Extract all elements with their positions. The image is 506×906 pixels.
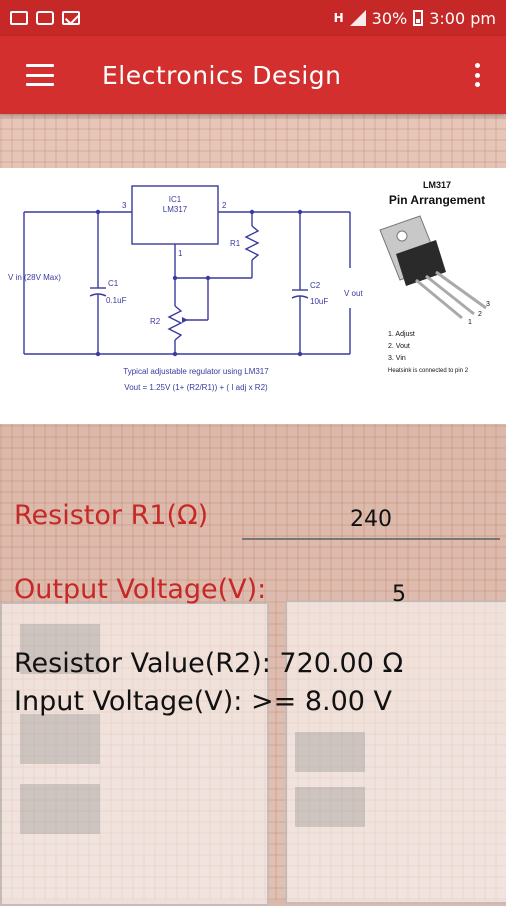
schematic-caption-2: Vout = 1.25V (1+ (R2/R1)) + ( I adj x R2… [124, 383, 268, 392]
pkg-pin3: 3 [486, 301, 490, 308]
r1-label: Resistor R1(Ω) [14, 500, 209, 531]
network-type-label: H [333, 11, 344, 25]
pin3-label: 3 [122, 201, 127, 210]
output-voltage-label: Output Voltage(V): [14, 574, 267, 605]
status-bar: H 30% 3:00 pm [0, 0, 506, 36]
heatsink-note: Heatsink is connected to pin 2 [388, 368, 469, 374]
r1-input[interactable] [242, 500, 500, 540]
schematic-caption-1: Typical adjustable regulator using LM317 [123, 367, 269, 376]
pin-arrangement-title-2: Pin Arrangement [389, 193, 485, 207]
pin2-label: 2 [222, 201, 227, 210]
lm317-schematic: IC1 LM317 3 2 1 R1 R2 C1 0.1uF C2 10uF V… [0, 168, 506, 424]
c1-label: C1 [108, 279, 119, 288]
mail-icon [62, 11, 80, 25]
r1-label: R1 [230, 239, 241, 248]
app-title: Electronics Design [102, 60, 342, 90]
notification-icons [10, 11, 80, 25]
vin-label: V in (28V Max) [8, 273, 61, 282]
relay-right-decoration [285, 600, 506, 904]
c1-value: 0.1uF [106, 296, 127, 305]
to220-package-icon [379, 215, 487, 320]
c2-value: 10uF [310, 297, 328, 306]
hamburger-menu-icon[interactable] [26, 64, 54, 86]
output-voltage-input[interactable] [242, 574, 500, 614]
battery-icon [413, 10, 424, 26]
pkg-pin2: 2 [478, 311, 482, 318]
pin-list-1: 1. Adjust [388, 331, 415, 338]
result-input-voltage: Input Voltage(V): >= 8.00 V [14, 686, 392, 717]
vout-label: V out [344, 289, 363, 298]
battery-percent: 30% [371, 8, 408, 28]
pin-arrangement-title-1: LM317 [423, 180, 451, 190]
message-icon [36, 11, 54, 25]
c2-label: C2 [310, 281, 321, 290]
app-bar: Electronics Design [0, 36, 506, 114]
overflow-menu-icon[interactable] [474, 63, 480, 87]
status-right: H 30% 3:00 pm [334, 9, 496, 28]
image-icon [10, 11, 28, 25]
clock: 3:00 pm [429, 8, 496, 28]
pin-list-2: 2. Vout [388, 343, 410, 350]
pin1-label: 1 [178, 249, 183, 258]
ic-label: IC1 [169, 195, 182, 204]
result-r2: Resistor Value(R2): 720.00 Ω [14, 648, 404, 679]
pin-list-3: 3. Vin [388, 355, 406, 362]
schematic-diagram: IC1 LM317 3 2 1 R1 R2 C1 0.1uF C2 10uF V… [8, 180, 490, 392]
relay-left-decoration [0, 602, 269, 906]
signal-icon [349, 10, 366, 26]
pkg-pin1: 1 [468, 319, 472, 326]
r2-label: R2 [150, 317, 161, 326]
ic-name: LM317 [163, 205, 188, 214]
